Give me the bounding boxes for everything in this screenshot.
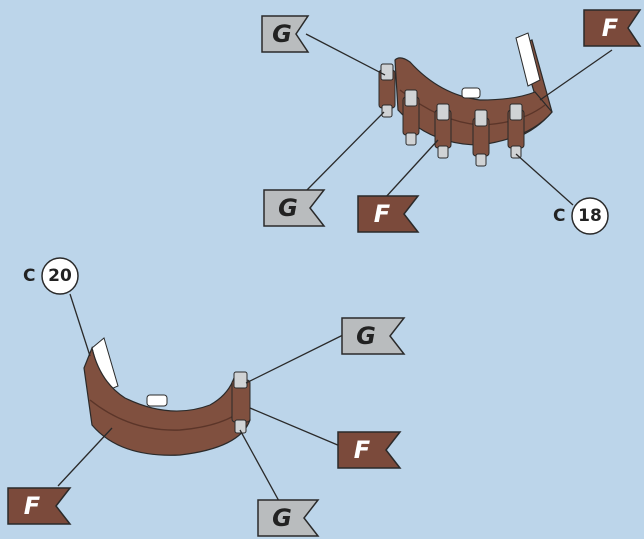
flag-g-label: G (356, 322, 376, 350)
flag-f-label: F (602, 14, 619, 42)
lower-bar-body (83, 346, 251, 456)
flag-g-label: G (272, 20, 292, 48)
lower-f-flag-left: F (7, 487, 72, 525)
lower-g-flag-bottom: G (257, 499, 320, 537)
callout-number: 20 (48, 266, 72, 286)
flag-f-label: F (24, 492, 41, 520)
callout-c-20: C 20 (23, 257, 79, 295)
upper-g-flag-top: G (261, 15, 310, 53)
flag-g-label: G (272, 504, 292, 532)
lower-g-flag-top: G (341, 317, 406, 355)
flag-g-label: G (278, 194, 298, 222)
upper-leader-lines (304, 33, 613, 206)
lower-leader-lines (57, 293, 346, 513)
upper-g-flag-bottom: G (263, 189, 326, 227)
upper-post-1 (378, 63, 396, 118)
callout-number: 18 (578, 206, 602, 226)
upper-bar-center-insert (461, 87, 481, 99)
upper-f-flag-bottom: F (357, 195, 420, 233)
lower-f-flag-right: F (337, 431, 402, 469)
lower-post (231, 371, 251, 434)
flag-f-label: F (374, 200, 391, 228)
numbered-circle-callout-icon (41, 257, 79, 295)
numbered-circle-callout-icon (571, 197, 609, 235)
upper-f-flag-right: F (583, 9, 642, 47)
upper-implant-bar-assembly (378, 32, 553, 167)
callout-c-18: C 18 (553, 197, 609, 235)
upper-bar-white-insert (515, 32, 541, 87)
upper-post-5 (507, 103, 525, 159)
lower-bar-center-insert (146, 394, 168, 407)
lower-bar-groove (89, 399, 246, 431)
upper-post-4 (472, 109, 490, 167)
upper-post-2 (402, 89, 420, 146)
upper-post-3 (434, 103, 452, 159)
callout-prefix: C (23, 266, 35, 286)
callout-prefix: C (553, 206, 565, 226)
lower-implant-bar-assembly (83, 337, 251, 456)
flag-f-label: F (354, 436, 371, 464)
